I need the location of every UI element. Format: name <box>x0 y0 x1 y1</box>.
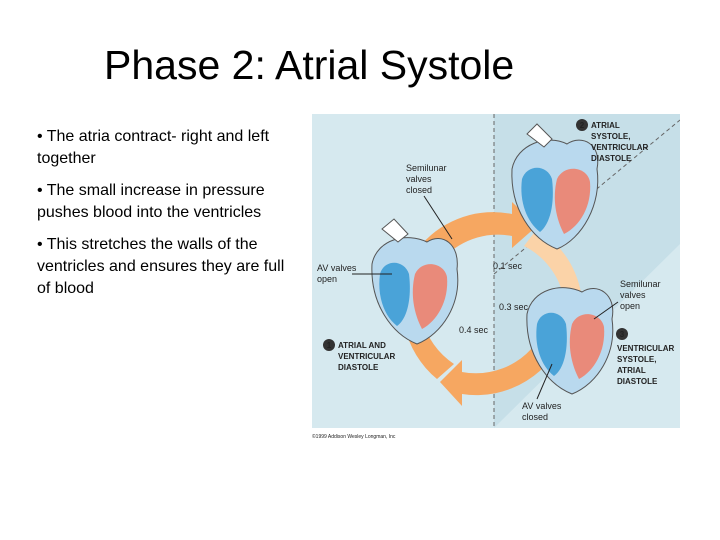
bullet-item: • The small increase in pressure pushes … <box>37 182 265 221</box>
av-closed-line1: AV valves <box>522 401 562 411</box>
phase1-number: 1 <box>327 341 332 350</box>
phase3-label-line4: DIASTOLE <box>617 377 658 386</box>
phase1-label-line2: VENTRICULAR <box>338 352 396 361</box>
phase2-label-line4: DIASTOLE <box>591 154 632 163</box>
phase1-label-line1: ATRIAL AND <box>338 341 386 350</box>
phase1-label-line3: DIASTOLE <box>338 363 379 372</box>
slide-title: Phase 2: Atrial Systole <box>104 42 515 88</box>
phase2-number-badge <box>576 119 588 131</box>
heart-phase1 <box>371 218 459 345</box>
cycle-arrow-bottom <box>440 319 567 406</box>
bullet-item: • The atria contract- right and left tog… <box>37 128 270 167</box>
phase2-label-line2: SYSTOLE, <box>591 132 630 141</box>
semilunar-open-line1: Semilunar <box>620 279 661 289</box>
bullet-item: • This stretches the walls of the ventri… <box>37 236 285 297</box>
semilunar-open-line3: open <box>620 301 640 311</box>
phase2-number: 2 <box>580 121 585 130</box>
cardiac-cycle-figure: 2 ATRIAL SYSTOLE, VENTRICULAR DIASTOLE S… <box>312 114 680 444</box>
semilunar-closed-line2: valves <box>406 174 432 184</box>
phase3-label-line2: SYSTOLE, <box>617 355 656 364</box>
time-0-4-sec: 0.4 sec <box>459 325 489 335</box>
semilunar-closed-line3: closed <box>406 185 432 195</box>
phase3-number-badge <box>616 328 628 340</box>
phase3-label-line3: ATRIAL <box>617 366 646 375</box>
phase1-number-badge <box>323 339 335 351</box>
semilunar-closed-line1: Semilunar <box>406 163 447 173</box>
semilunar-open-line2: valves <box>620 290 646 300</box>
time-0-1-sec: 0.1 sec <box>493 261 523 271</box>
copyright-notice: ©1999 Addison Wesley Longman, Inc <box>312 433 396 440</box>
av-open-line2: open <box>317 274 337 284</box>
bullet-list: • The atria contract- right and left tog… <box>37 126 287 310</box>
phase3-number: 3 <box>620 330 625 339</box>
phase3-label-line1: VENTRICULAR <box>617 344 675 353</box>
time-0-3-sec: 0.3 sec <box>499 302 529 312</box>
phase2-label-line3: VENTRICULAR <box>591 143 649 152</box>
av-closed-line2: closed <box>522 412 548 422</box>
heart-phase2 <box>511 123 599 250</box>
heart-phase3 <box>526 287 614 395</box>
av-open-line1: AV valves <box>317 263 357 273</box>
phase2-label-line1: ATRIAL <box>591 121 620 130</box>
